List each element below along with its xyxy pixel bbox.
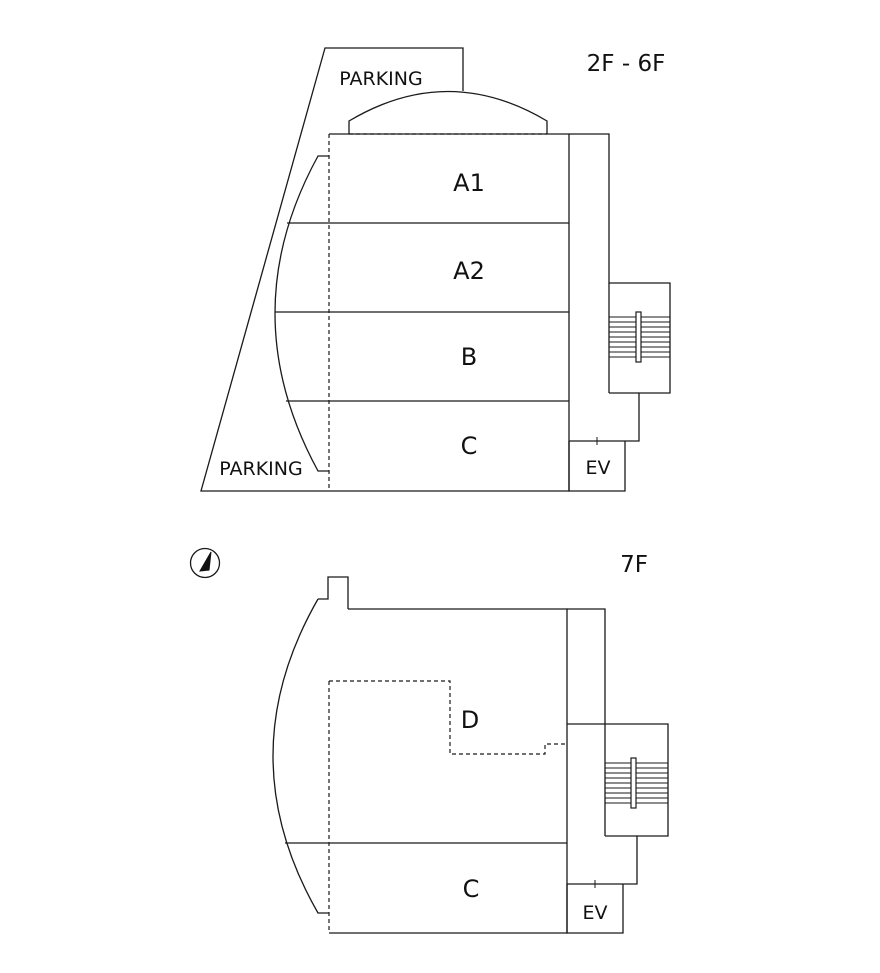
staircase-icon [609, 311, 670, 363]
unit-label-a1: A1 [453, 169, 485, 197]
staircase-icon [605, 757, 668, 809]
floor-label: 2F - 6F [587, 51, 666, 77]
north-bay-window [348, 90, 548, 134]
plan-7f: 7F D C EV [272, 552, 669, 934]
unit-label-a2: A2 [453, 257, 485, 285]
unit-d-boundary [329, 680, 567, 755]
elevator-label: EV [582, 902, 607, 924]
west-curved-balcony [274, 155, 329, 472]
unit-label-b: B [461, 343, 477, 371]
parking-area-outline [200, 47, 464, 492]
elevator-label: EV [585, 457, 610, 479]
building-outline [329, 608, 568, 934]
parking-label-south: PARKING [219, 458, 302, 480]
unit-label-c: C [461, 432, 478, 460]
east-corridor [567, 608, 669, 885]
parking-label-north: PARKING [339, 68, 422, 90]
north-notch [318, 576, 349, 609]
unit-label-c: C [463, 875, 480, 903]
floor-label: 7F [620, 552, 648, 578]
north-arrow-icon [189, 547, 221, 579]
east-corridor [569, 133, 671, 442]
west-curved-balcony [272, 598, 329, 914]
unit-label-d: D [461, 706, 479, 734]
elevator-shaft [568, 441, 626, 492]
plan-2f-6f: 2F - 6F PARKING PARKING A1 A2 B C EV [200, 47, 671, 492]
elevator-shaft [566, 884, 624, 934]
